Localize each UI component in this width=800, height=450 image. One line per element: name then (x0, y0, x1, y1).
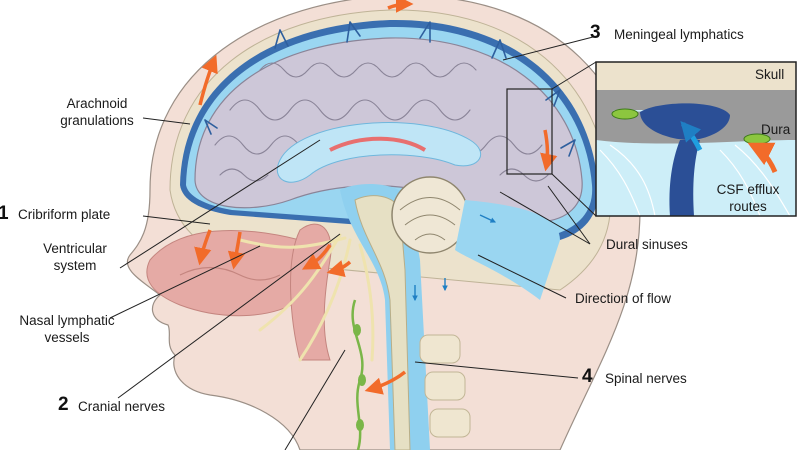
number-4: 4 (582, 366, 593, 388)
label-nasal-line2: vessels (8, 329, 126, 346)
label-dura: Dura (761, 121, 790, 138)
label-skull: Skull (755, 66, 784, 83)
label-ventricular: Ventricular system (30, 240, 120, 274)
label-arachnoid-line1: Arachnoid (52, 95, 142, 112)
label-ventricular-line1: Ventricular (30, 240, 120, 257)
label-cribriform: Cribriform plate (18, 206, 110, 223)
label-nasal-line1: Nasal lymphatic (8, 312, 126, 329)
label-csf-line1: CSF efflux (702, 181, 794, 198)
label-ventricular-line2: system (30, 257, 120, 274)
label-csf-efflux: CSF efflux routes (702, 181, 794, 215)
number-2: 2 (58, 394, 69, 416)
label-nasal: Nasal lymphatic vessels (8, 312, 126, 346)
label-arachnoid-line2: granulations (52, 112, 142, 129)
label-csf-line2: routes (702, 198, 794, 215)
label-arachnoid: Arachnoid granulations (52, 95, 142, 129)
number-3: 3 (590, 22, 601, 44)
number-1: 1 (0, 203, 9, 225)
label-direction: Direction of flow (575, 290, 671, 307)
label-cranial: Cranial nerves (78, 398, 165, 415)
label-spinal: Spinal nerves (605, 370, 687, 387)
label-meningeal: Meningeal lymphatics (614, 26, 744, 43)
label-dural-sinuses: Dural sinuses (606, 236, 688, 253)
